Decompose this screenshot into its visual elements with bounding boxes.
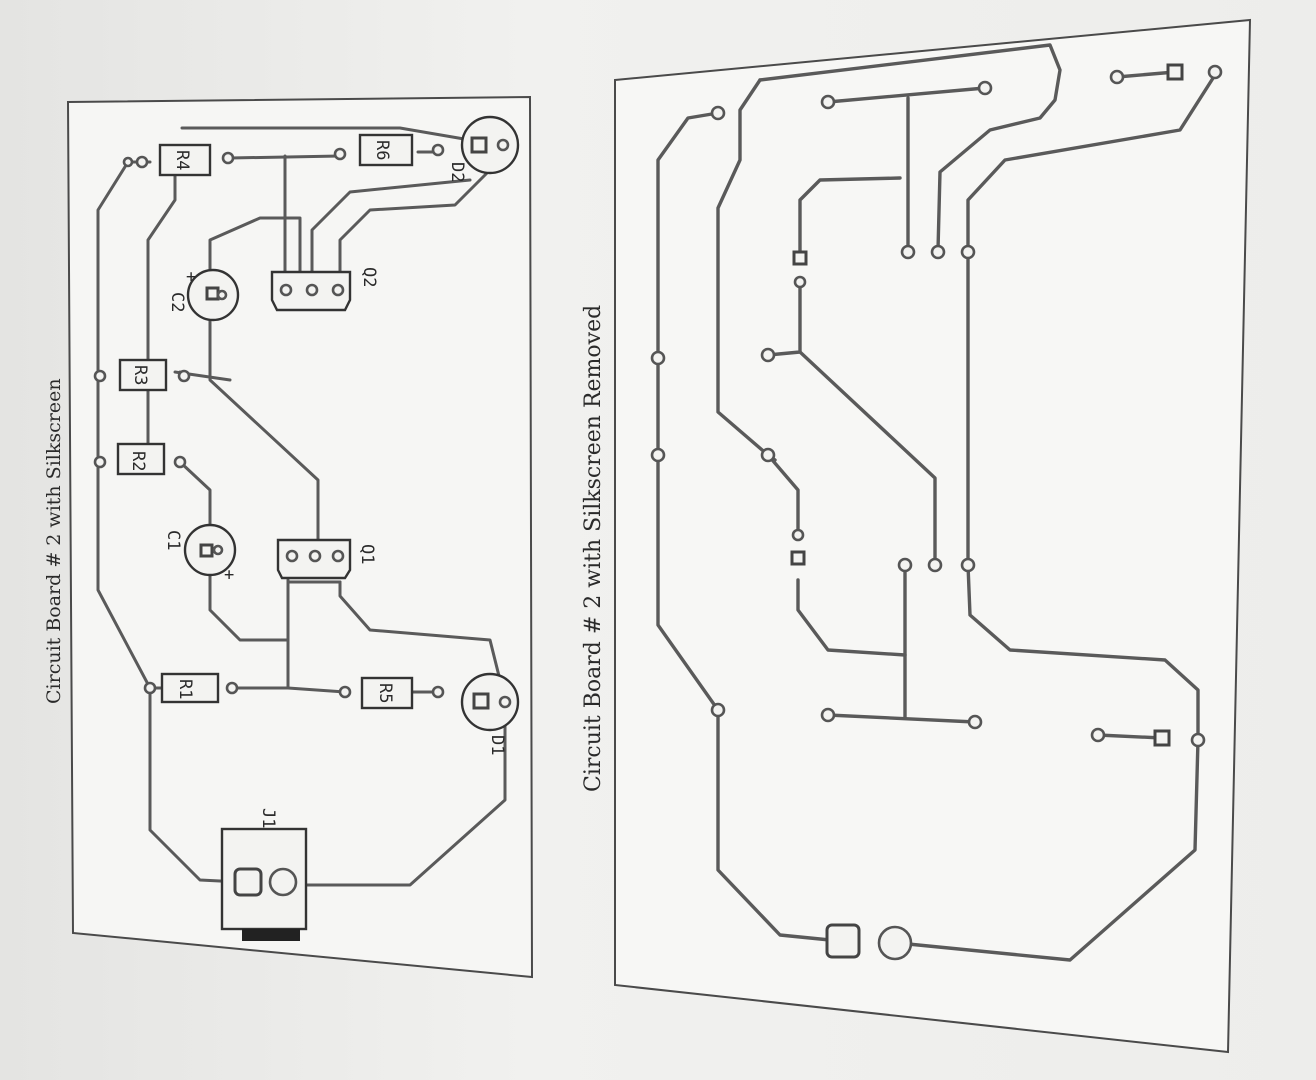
- j1-connector: J1: [220, 808, 308, 941]
- c2-plus-mark: +: [186, 267, 196, 287]
- capacitor-c2: C2 +: [167, 267, 240, 322]
- bottom-board-outline: [614, 18, 1252, 1054]
- label-c1: C1: [163, 530, 183, 550]
- bottom-figure-title: Circuit Board # 2 with Silkscreen Remove…: [581, 305, 606, 792]
- bottom-j1-round-pad: [877, 925, 913, 961]
- label-r2: R2: [128, 451, 148, 471]
- label-q1: Q1: [357, 544, 377, 564]
- capacitor-c1: C1 +: [163, 523, 237, 585]
- label-r6: R6: [372, 140, 392, 160]
- label-r4: R4: [172, 150, 192, 170]
- led-d2: D2: [447, 115, 520, 182]
- label-r5: R5: [375, 683, 395, 703]
- transistor-q2: Q2: [270, 267, 379, 312]
- bottom-j1-square-pad: [825, 923, 861, 959]
- label-r1: R1: [175, 679, 195, 699]
- top-traces: [96, 126, 507, 887]
- top-figure-title: Circuit Board # 2 with Silkscreen: [43, 378, 65, 704]
- transistor-q1: Q1: [276, 538, 377, 580]
- bottom-pads: [650, 63, 1223, 961]
- label-r3: R3: [130, 365, 150, 385]
- j1-round-pad: [268, 867, 298, 897]
- resistor-r1: R1: [143, 672, 239, 704]
- label-q2: Q2: [359, 267, 379, 287]
- resistor-r6: R6: [333, 133, 445, 167]
- label-j1: J1: [258, 808, 278, 828]
- label-d1: D1: [487, 735, 507, 755]
- resistor-r5: R5: [338, 676, 445, 710]
- led-d1: D1: [460, 672, 520, 755]
- j1-square-pad: [233, 867, 263, 897]
- top-board: Circuit Board # 2 with Silkscreen: [43, 95, 534, 979]
- label-d2: D2: [447, 162, 467, 182]
- c1-plus-mark: +: [224, 565, 234, 585]
- top-board-outline: [66, 95, 534, 979]
- bottom-board: Circuit Board # 2 with Silkscreen Remove…: [581, 18, 1252, 1054]
- label-c2: C2: [167, 292, 187, 312]
- resistor-r3: R3: [93, 358, 191, 392]
- resistor-r2: R2: [93, 442, 187, 476]
- resistor-r4: R4: [135, 143, 235, 177]
